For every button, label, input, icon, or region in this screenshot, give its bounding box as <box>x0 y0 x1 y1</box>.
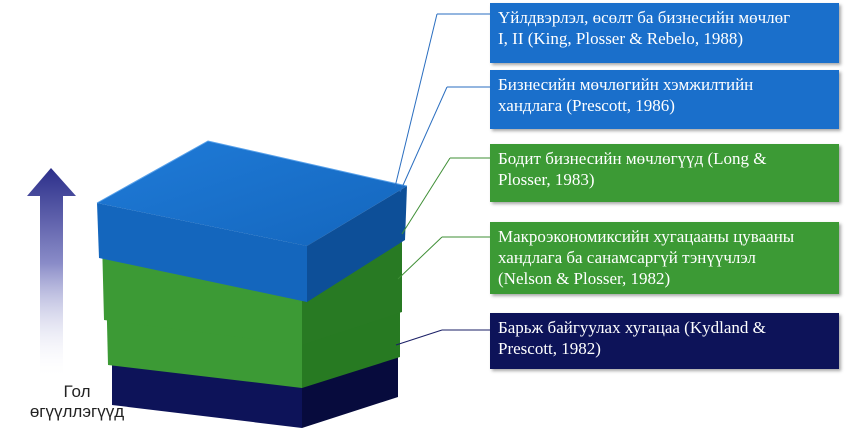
label-text-line: Барьж байгуулах хугацаа (Kydland & <box>498 318 766 337</box>
connector-lines <box>394 13 490 346</box>
connector-line-5 <box>395 329 443 346</box>
label-box-time-to-build: Барьж байгуулах хугацаа (Kydland & Presc… <box>490 313 839 369</box>
axis-caption-line: Гол <box>63 382 91 401</box>
label-text-line: Макроэкономиксийн хугацааны цувааны <box>498 227 795 246</box>
upward-arrow-icon <box>27 168 76 380</box>
label-box-real-business-cycles: Бодит бизнесийн мөчлөгүүд (Long & Plosse… <box>490 144 839 202</box>
axis-caption: Гол өгүүллэгүүд <box>12 382 142 422</box>
label-text-line: Prescott, 1982) <box>498 339 601 358</box>
connector-line-2 <box>399 86 448 193</box>
label-text-line: Бодит бизнесийн мөчлөгүүд (Long & <box>498 149 767 168</box>
label-text-line: хандлага (Prescott, 1986) <box>498 96 675 115</box>
label-box-production-growth: Үйлдвэрлэл, өсөлт ба бизнесийн мөчлөг I,… <box>490 3 839 63</box>
label-box-measurement-approach: Бизнесийн мөчлөгийн хэмжилтийн хандлага … <box>490 70 839 129</box>
label-box-time-series-random-walk: Макроэкономиксийн хугацааны цувааны ханд… <box>490 222 839 294</box>
label-text-line: хандлага ба санамсаргүй тэнүүчлэл <box>498 248 756 267</box>
layer-blue-top <box>96 140 408 302</box>
label-text-line: Үйлдвэрлэл, өсөлт ба бизнесийн мөчлөг <box>498 8 791 27</box>
label-text-line: Plosser, 1983) <box>498 170 595 189</box>
label-text-line: I, II (King, Plosser & Rebelo, 1988) <box>498 29 744 48</box>
label-text-line: Бизнесийн мөчлөгийн хэмжилтийн <box>498 75 754 94</box>
label-text-line: (Nelson & Plosser, 1982) <box>498 269 671 288</box>
connector-line-4 <box>397 236 443 280</box>
connector-line-3 <box>401 157 451 235</box>
axis-caption-line: өгүүллэгүүд <box>29 402 125 421</box>
connector-line-1 <box>394 13 438 188</box>
